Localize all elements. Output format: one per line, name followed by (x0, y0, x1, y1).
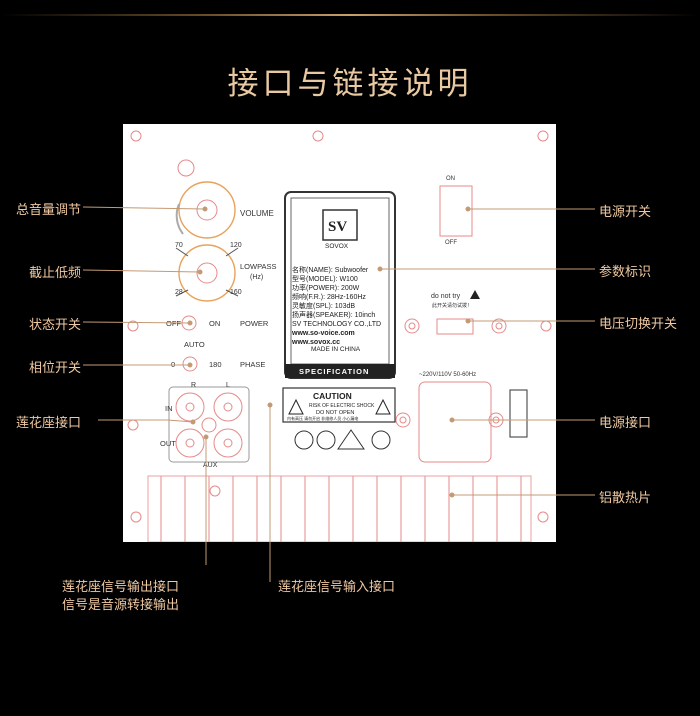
page-title: 接口与链接说明 (227, 66, 473, 102)
logo-text: SOVOX (325, 243, 349, 250)
screw-icon (127, 320, 139, 332)
aux-text: AUX (203, 462, 218, 469)
phase-180-text: 180 (209, 360, 222, 369)
label-lowpass: 截止低频 (29, 266, 82, 281)
do-not-try-cn-text: 此开关请勿试拨！ (432, 302, 472, 309)
spec-line: www.sovox.cc (291, 339, 340, 346)
freq-28-label: 28 (175, 289, 183, 296)
certification-icons (294, 429, 391, 450)
spec-line: 型号(MODEL): W100 (292, 274, 358, 283)
spec-line: 灵敏度(SPL): 103dB (292, 301, 355, 310)
panel-drawing: VOLUME 70 120 28 160 LOWPASS (Hz) OFF ON… (127, 130, 552, 542)
specification-text: SPECIFICATION (299, 367, 369, 376)
label-heatsink: 铝散热片 (599, 491, 652, 506)
heatsink-fins (147, 475, 532, 542)
spec-line: www.so-voice.com (291, 330, 355, 337)
label-phase-switch: 相位开关 (29, 361, 82, 376)
sovox-logo (322, 209, 358, 241)
caution-line: 内有高压 请勿开启 非维修人员 小心漏电 (287, 415, 358, 421)
lowpass-text: LOWPASS (240, 262, 277, 271)
volume-text: VOLUME (240, 209, 274, 218)
freq-120-label: 120 (230, 242, 242, 249)
screw-icon (540, 320, 552, 332)
top-divider (0, 14, 700, 16)
on-text: ON (209, 319, 220, 328)
phase-text: PHASE (240, 360, 265, 369)
screw-icon (130, 130, 142, 142)
do-not-try-text: do not try (431, 293, 461, 300)
spec-line: 功率(POWER): 200W (292, 283, 360, 292)
rca-in-left[interactable] (213, 392, 243, 422)
screw-icon (537, 130, 549, 142)
svg-text:SV: SV (328, 219, 347, 235)
caution-title: CAUTION (313, 391, 352, 401)
label-rca-output-1: 莲花座信号输出接口 (62, 580, 180, 595)
power-inlet[interactable] (418, 381, 492, 463)
hz-text: (Hz) (250, 274, 263, 281)
freq-70-label: 70 (175, 242, 183, 249)
out-text: OUT (160, 439, 176, 448)
warning-icon (375, 398, 391, 415)
caution-label: CAUTION RISK OF ELECTRIC SHOCK DO NOT OP… (282, 387, 396, 423)
ccc-icon (294, 430, 314, 450)
in-text: IN (165, 404, 173, 413)
rca-frame (168, 386, 250, 463)
rca-out-right[interactable] (175, 428, 205, 458)
warning-icon (288, 398, 304, 415)
spec-lines: 名称(NAME): Subwoofer 型号(MODEL): W100 功率(P… (291, 265, 381, 346)
lowpass-knob (178, 244, 236, 302)
spec-line: 扬声器(SPEAKER): 10inch (292, 310, 375, 319)
r-text: R (191, 382, 196, 389)
phase-0-text: 0 (171, 360, 175, 369)
label-power-port: 电源接口 (599, 416, 652, 431)
label-param: 参数标识 (599, 265, 652, 280)
volume-knob (178, 181, 236, 239)
label-volume: 总音量调节 (16, 203, 82, 218)
spec-line: SV TECHNOLOGY CO.,LTD (292, 321, 381, 328)
screw-icon (537, 511, 549, 523)
auto-text: AUTO (184, 340, 205, 349)
label-status-switch: 状态开关 (29, 318, 82, 333)
label-rca-port: 莲花座接口 (16, 416, 82, 431)
off-text: OFF (166, 319, 181, 328)
phase-switch[interactable] (182, 356, 198, 372)
l-text: L (226, 382, 230, 389)
voltage-rating-text: ~220V/110V 50-60Hz (419, 372, 476, 378)
label-rca-output-2: 信号是音源转接输出 (62, 598, 180, 613)
dolby-icon (337, 429, 365, 450)
recycle-icon (371, 430, 391, 450)
freq-160-label: 160 (230, 289, 242, 296)
switch-off-text: OFF (445, 240, 457, 246)
spec-line: 名称(NAME): Subwoofer (292, 265, 369, 274)
power-text: POWER (240, 319, 269, 328)
spec-label: SV SOVOX SPECIFICATION MADE IN CHINA (284, 191, 396, 379)
cqc-icon (316, 430, 336, 450)
rca-in-right[interactable] (175, 392, 205, 422)
fuse-holder (509, 389, 528, 438)
voltage-slide-switch[interactable] (436, 318, 474, 335)
caution-line: RISK OF ELECTRIC SHOCK (309, 403, 375, 409)
amplifier-back-panel: VOLUME 70 120 28 160 LOWPASS (Hz) OFF ON… (123, 124, 556, 542)
switch-on-text: ON (446, 176, 455, 182)
label-rca-input: 莲花座信号输入接口 (278, 580, 396, 595)
caution-line: DO NOT OPEN (316, 410, 354, 416)
status-switch[interactable] (181, 315, 197, 331)
label-voltage-switch: 电压切换开关 (599, 317, 678, 332)
label-power-switch: 电源开关 (599, 205, 652, 220)
warning-icon (470, 290, 480, 299)
power-rocker-switch[interactable] (439, 185, 473, 237)
spec-line: 频响(F.R.): 28Hz-160Hz (292, 292, 366, 301)
screw-icon (312, 130, 324, 142)
made-in-text: MADE IN CHINA (311, 346, 361, 353)
screw-icon (130, 511, 142, 523)
rca-out-left[interactable] (213, 428, 243, 458)
